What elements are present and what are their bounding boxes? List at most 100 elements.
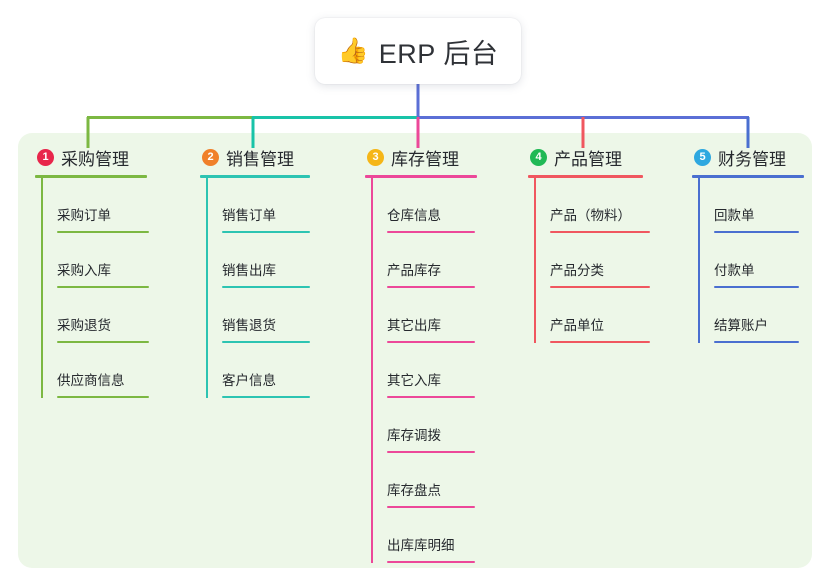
- branch-title: 销售管理: [226, 149, 294, 169]
- leaf-underline: [57, 286, 149, 288]
- leaf-underline: [550, 231, 650, 233]
- leaf-underline: [222, 286, 310, 288]
- leaf-item[interactable]: 采购退货: [35, 288, 149, 343]
- leaf-item[interactable]: 销售出库: [200, 233, 310, 288]
- branch-column-4: 4 产品管理产品（物料） 产品分类产品单位: [528, 145, 650, 343]
- leaf-underline: [550, 286, 650, 288]
- leaf-item[interactable]: 出库库明细: [365, 508, 477, 563]
- leaf-label: 销售出库: [222, 263, 276, 278]
- leaf-item[interactable]: 采购入库: [35, 233, 149, 288]
- leaf-list: 销售订单销售出库销售退货客户信息: [200, 178, 310, 398]
- leaf-label: 仓库信息: [387, 208, 441, 223]
- branch-header-5[interactable]: 5 财务管理: [692, 145, 804, 169]
- leaf-label: 销售退货: [222, 318, 276, 333]
- branch-title: 采购管理: [61, 149, 129, 169]
- leaf-list: 产品（物料） 产品分类产品单位: [528, 178, 650, 343]
- branch-header-4[interactable]: 4 产品管理: [528, 145, 643, 169]
- leaf-label: 采购订单: [57, 208, 111, 223]
- leaf-label: 采购退货: [57, 318, 111, 333]
- branch-column-1: 1 采购管理采购订单采购入库采购退货供应商信息: [35, 145, 149, 398]
- leaf-label: 回款单: [714, 208, 755, 223]
- leaf-underline: [387, 286, 475, 288]
- leaf-underline: [714, 231, 799, 233]
- leaf-item[interactable]: 库存盘点: [365, 453, 477, 508]
- leaf-item[interactable]: 库存调拨: [365, 398, 477, 453]
- leaf-list: 回款单付款单结算账户: [692, 178, 804, 343]
- leaf-underline: [714, 341, 799, 343]
- leaf-label: 采购入库: [57, 263, 111, 278]
- leaf-underline: [387, 341, 475, 343]
- leaf-list: 采购订单采购入库采购退货供应商信息: [35, 178, 149, 398]
- leaf-label: 销售订单: [222, 208, 276, 223]
- diagram-panel: [18, 133, 812, 568]
- leaf-item[interactable]: 其它出库: [365, 288, 477, 343]
- root-node[interactable]: 👍 ERP 后台: [315, 18, 521, 84]
- branch-underline: [692, 175, 804, 178]
- branch-header-3[interactable]: 3 库存管理: [365, 145, 477, 169]
- branch-spine: [698, 178, 700, 343]
- leaf-label: 供应商信息: [57, 373, 125, 388]
- leaf-label: 出库库明细: [387, 538, 455, 553]
- leaf-item[interactable]: 客户信息: [200, 343, 310, 398]
- leaf-item[interactable]: 结算账户: [692, 288, 804, 343]
- leaf-label: 产品库存: [387, 263, 441, 278]
- leaf-item[interactable]: 供应商信息: [35, 343, 149, 398]
- branch-underline: [365, 175, 477, 178]
- branch-title: 库存管理: [391, 149, 459, 169]
- leaf-item[interactable]: 回款单: [692, 178, 804, 233]
- branch-spine: [534, 178, 536, 343]
- branch-column-2: 2 销售管理销售订单销售出库销售退货客户信息: [200, 145, 310, 398]
- leaf-label: 付款单: [714, 263, 755, 278]
- leaf-label: 客户信息: [222, 373, 276, 388]
- branch-column-3: 3 库存管理仓库信息产品库存其它出库其它入库库存调拨库存盘点出库库明细: [365, 145, 477, 563]
- leaf-underline: [550, 341, 650, 343]
- leaf-underline: [387, 231, 475, 233]
- leaf-label: 其它入库: [387, 373, 441, 388]
- branch-spine: [41, 178, 43, 398]
- leaf-underline: [387, 451, 475, 453]
- leaf-underline: [57, 341, 149, 343]
- branch-title: 财务管理: [718, 149, 786, 169]
- leaf-item[interactable]: 采购订单: [35, 178, 149, 233]
- branch-underline: [200, 175, 310, 178]
- leaf-list: 仓库信息产品库存其它出库其它入库库存调拨库存盘点出库库明细: [365, 178, 477, 563]
- leaf-label: 产品分类: [550, 263, 604, 278]
- branch-underline: [35, 175, 147, 178]
- branch-header-2[interactable]: 2 销售管理: [200, 145, 310, 169]
- branch-number-badge: 4: [530, 148, 547, 166]
- root-title: ERP 后台: [378, 38, 499, 69]
- branch-column-5: 5 财务管理回款单付款单结算账户: [692, 145, 804, 343]
- leaf-label: 结算账户: [714, 318, 768, 333]
- leaf-underline: [387, 396, 475, 398]
- leaf-item[interactable]: 销售订单: [200, 178, 310, 233]
- branch-title: 产品管理: [554, 149, 622, 169]
- thumbs-up-icon: 👍: [337, 36, 369, 65]
- leaf-underline: [222, 231, 310, 233]
- leaf-underline: [222, 396, 310, 398]
- leaf-label: 产品（物料）: [550, 208, 631, 223]
- leaf-item[interactable]: 付款单: [692, 233, 804, 288]
- branch-number-badge: 2: [202, 148, 219, 166]
- leaf-underline: [57, 396, 149, 398]
- leaf-label: 库存盘点: [387, 483, 441, 498]
- leaf-underline: [57, 231, 149, 233]
- leaf-item[interactable]: 其它入库: [365, 343, 477, 398]
- leaf-underline: [387, 561, 475, 563]
- leaf-underline: [222, 341, 310, 343]
- leaf-label: 产品单位: [550, 318, 604, 333]
- branch-header-1[interactable]: 1 采购管理: [35, 145, 147, 169]
- branch-number-badge: 1: [37, 148, 54, 166]
- leaf-item[interactable]: 产品库存: [365, 233, 477, 288]
- branch-number-badge: 3: [367, 148, 384, 166]
- branch-spine: [371, 178, 373, 563]
- leaf-item[interactable]: 产品分类: [528, 233, 650, 288]
- branch-underline: [528, 175, 643, 178]
- leaf-item[interactable]: 产品单位: [528, 288, 650, 343]
- leaf-item[interactable]: 销售退货: [200, 288, 310, 343]
- leaf-item[interactable]: 仓库信息: [365, 178, 477, 233]
- leaf-underline: [387, 506, 475, 508]
- branch-number-badge: 5: [694, 148, 711, 166]
- leaf-label: 库存调拨: [387, 428, 441, 443]
- leaf-item[interactable]: 产品（物料）: [528, 178, 650, 233]
- leaf-underline: [714, 286, 799, 288]
